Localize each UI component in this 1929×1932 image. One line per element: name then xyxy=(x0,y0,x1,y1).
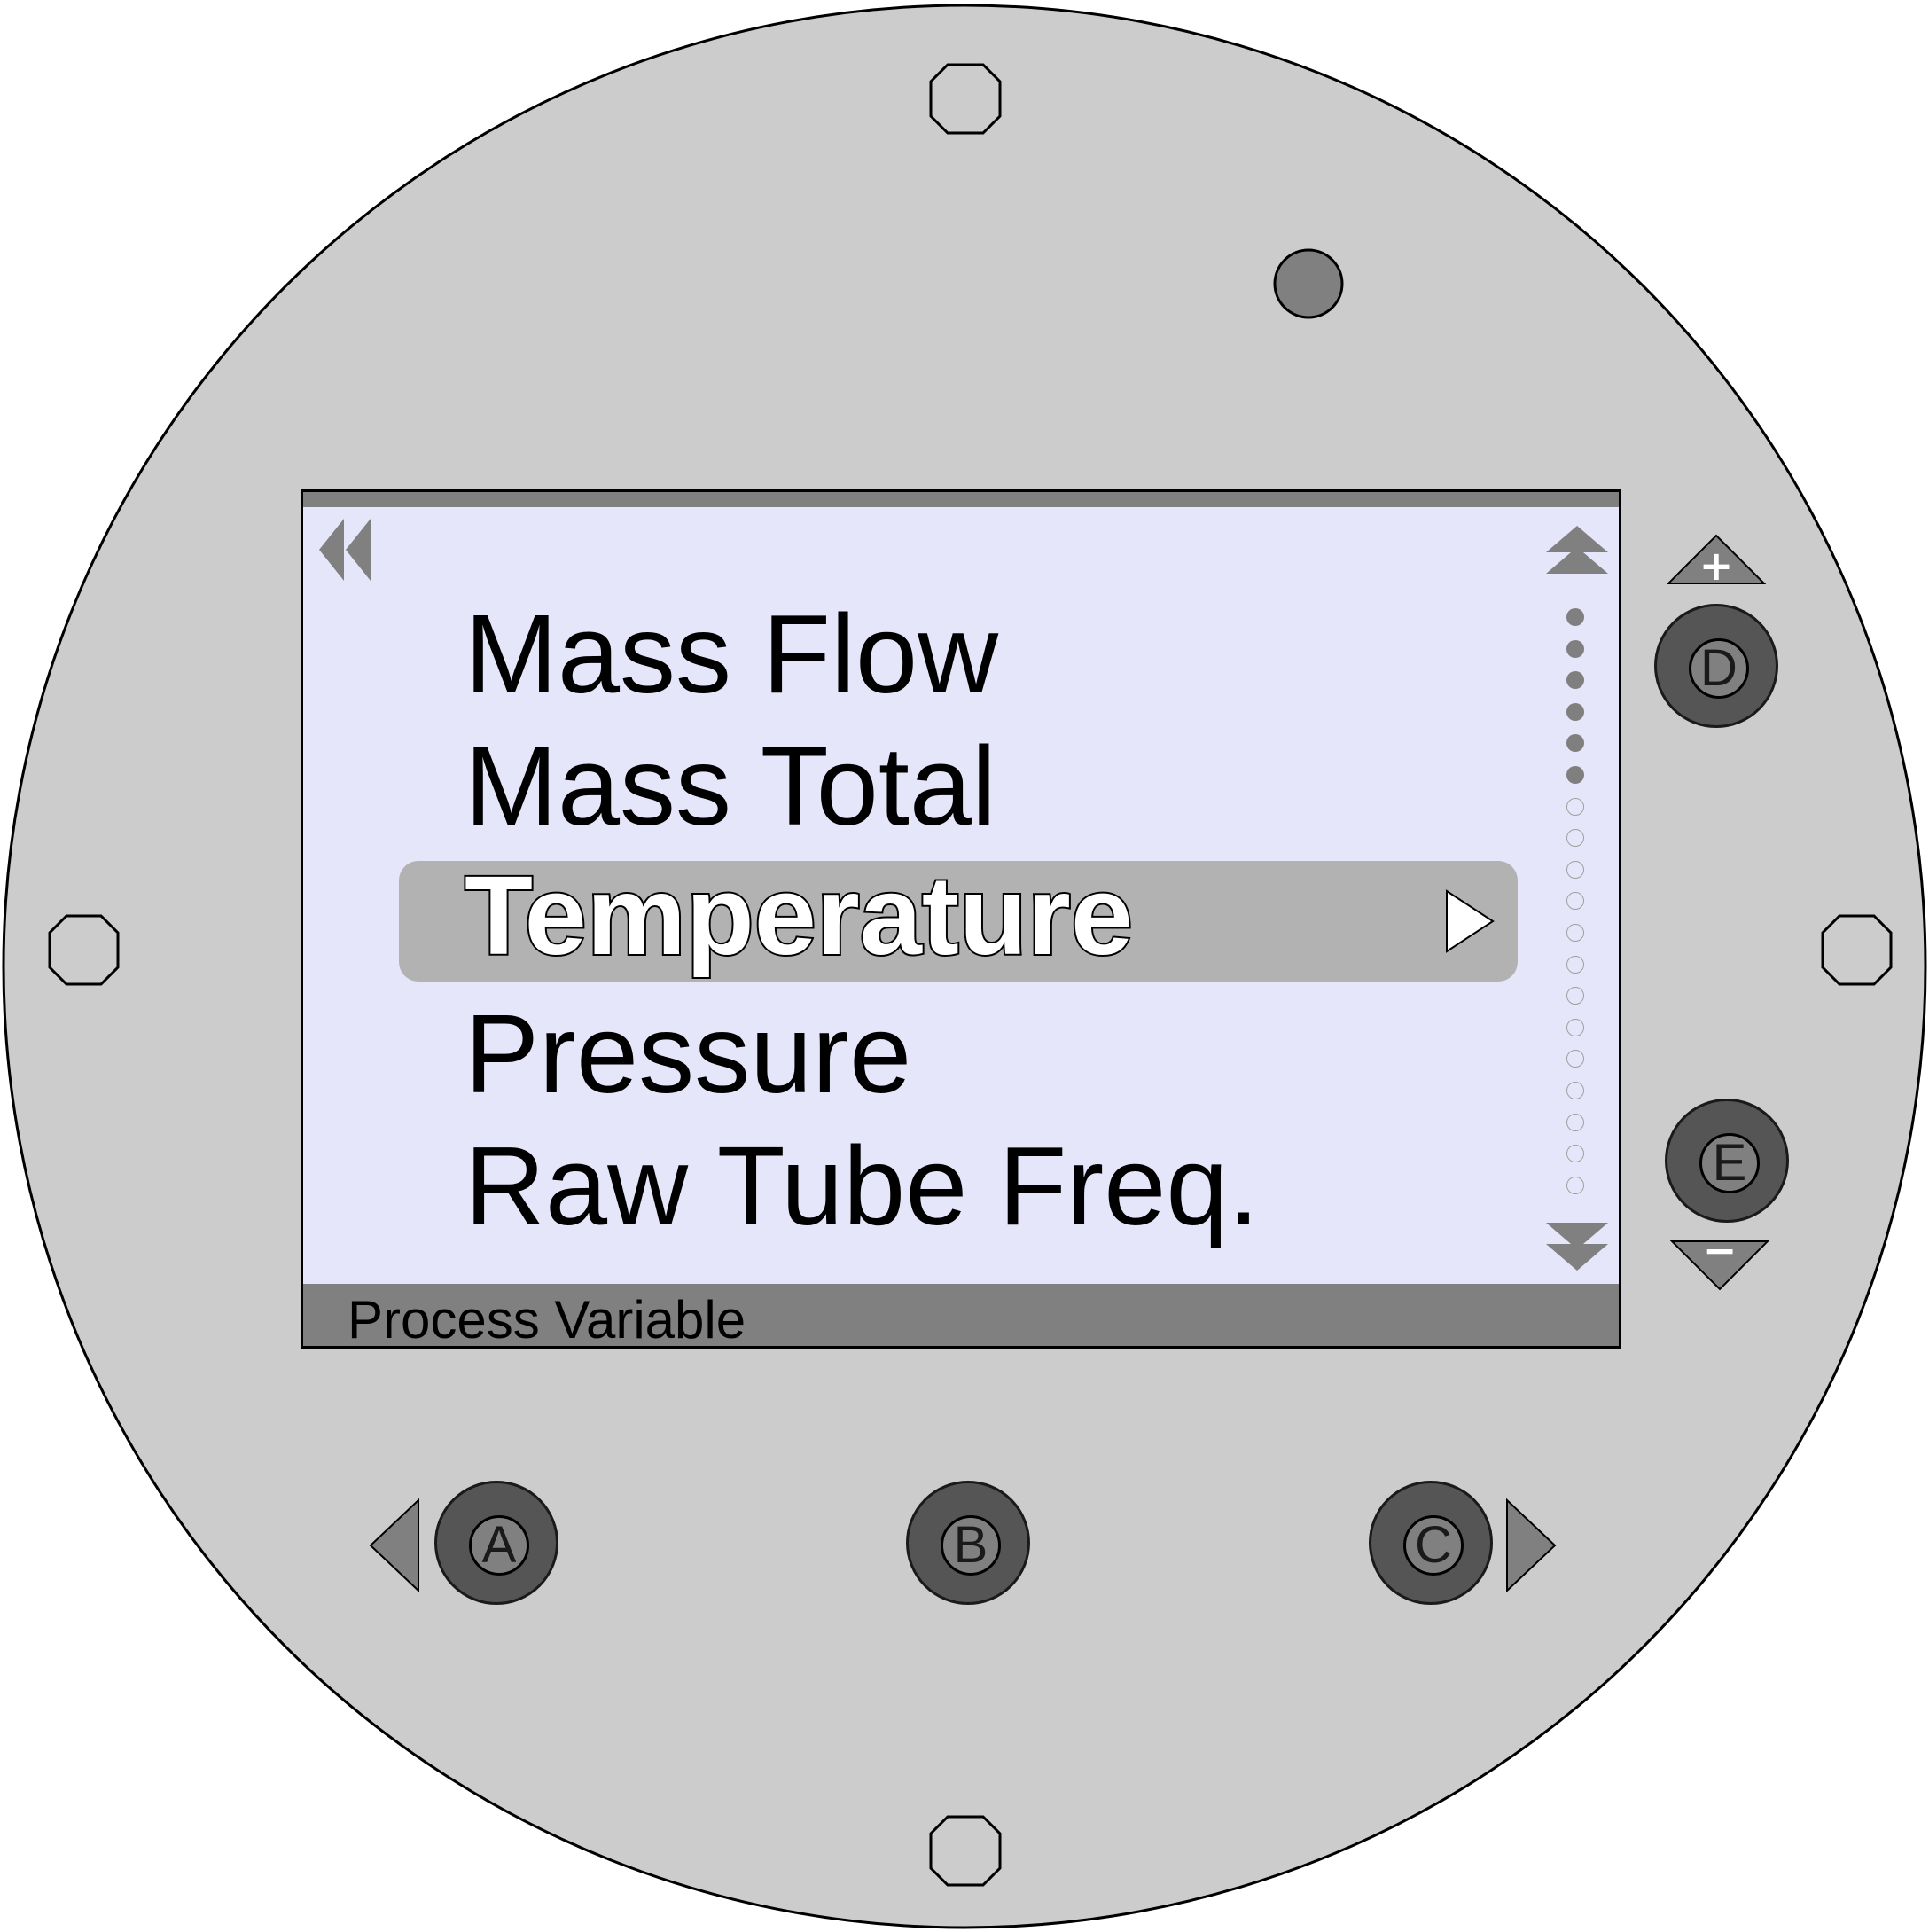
scroll-dot xyxy=(1566,797,1584,816)
double-down-arrow-icon[interactable] xyxy=(1546,1217,1608,1271)
menu-item-pressure[interactable]: Pressure xyxy=(465,994,911,1114)
lcd-top-bar xyxy=(303,492,1619,507)
scroll-dot xyxy=(1566,1018,1584,1036)
mounting-boss-bottom xyxy=(929,1815,1002,1887)
scroll-dot xyxy=(1566,860,1584,879)
scroll-dot xyxy=(1566,829,1584,848)
scroll-dot xyxy=(1566,1145,1584,1163)
lcd-screen: Mass Flow Mass Total Temperature Pressur… xyxy=(301,489,1621,1349)
scroll-dot xyxy=(1566,987,1584,1005)
button-d[interactable]: D xyxy=(1654,604,1778,728)
plus-up-arrow-icon: + xyxy=(1667,534,1766,585)
minus-down-arrow-icon: − xyxy=(1670,1240,1769,1291)
scroll-dot xyxy=(1566,734,1584,753)
menu-item-label: Temperature xyxy=(463,853,1135,978)
menu-item-label: Mass Total xyxy=(465,724,996,849)
button-b[interactable]: B xyxy=(906,1481,1030,1605)
scroll-dot xyxy=(1566,671,1584,690)
scroll-dot xyxy=(1566,923,1584,942)
scroll-dot xyxy=(1566,1176,1584,1194)
scroll-position-indicator xyxy=(1566,608,1588,1208)
mounting-boss-right xyxy=(1821,914,1893,986)
scroll-dot xyxy=(1566,702,1584,721)
status-bar: Process Variable xyxy=(303,1284,1619,1346)
right-triangle-icon xyxy=(1446,889,1495,953)
menu-item-label: Mass Flow xyxy=(465,591,999,716)
right-arrow-icon xyxy=(1506,1498,1557,1592)
button-d-label: D xyxy=(1689,638,1749,699)
scroll-dot xyxy=(1566,1113,1584,1131)
menu-item-mass-total[interactable]: Mass Total xyxy=(465,726,996,846)
left-arrow-icon xyxy=(369,1498,419,1592)
scroll-dot xyxy=(1566,892,1584,911)
button-a-label: A xyxy=(469,1515,529,1576)
button-e[interactable]: E xyxy=(1665,1099,1789,1223)
menu-item-temperature[interactable]: Temperature xyxy=(399,854,1518,982)
mounting-boss-top xyxy=(929,63,1002,135)
menu-item-mass-flow[interactable]: Mass Flow xyxy=(465,594,998,714)
scroll-dot xyxy=(1566,1050,1584,1068)
menu-item-label: Pressure xyxy=(465,991,912,1116)
scroll-dot xyxy=(1566,955,1584,974)
double-left-chevron-icon[interactable] xyxy=(319,519,376,581)
svg-text:+: + xyxy=(1699,542,1734,585)
button-a[interactable]: A xyxy=(434,1481,558,1605)
button-c-label: C xyxy=(1403,1515,1464,1576)
mounting-boss-left xyxy=(48,914,120,986)
scroll-dot xyxy=(1566,639,1584,658)
button-e-label: E xyxy=(1699,1133,1760,1193)
status-bar-title: Process Variable xyxy=(348,1290,746,1349)
button-c[interactable]: C xyxy=(1369,1481,1493,1605)
scroll-dot xyxy=(1566,608,1584,626)
indicator-led xyxy=(1273,248,1344,319)
svg-text:−: − xyxy=(1703,1240,1738,1274)
scroll-dot xyxy=(1566,1081,1584,1099)
scroll-dot xyxy=(1566,765,1584,784)
menu-item-label: Raw Tube Freq. xyxy=(465,1123,1260,1248)
double-up-arrow-icon[interactable] xyxy=(1546,526,1608,579)
button-b-label: B xyxy=(941,1515,1001,1576)
menu-item-raw-tube-freq[interactable]: Raw Tube Freq. xyxy=(465,1126,1259,1246)
